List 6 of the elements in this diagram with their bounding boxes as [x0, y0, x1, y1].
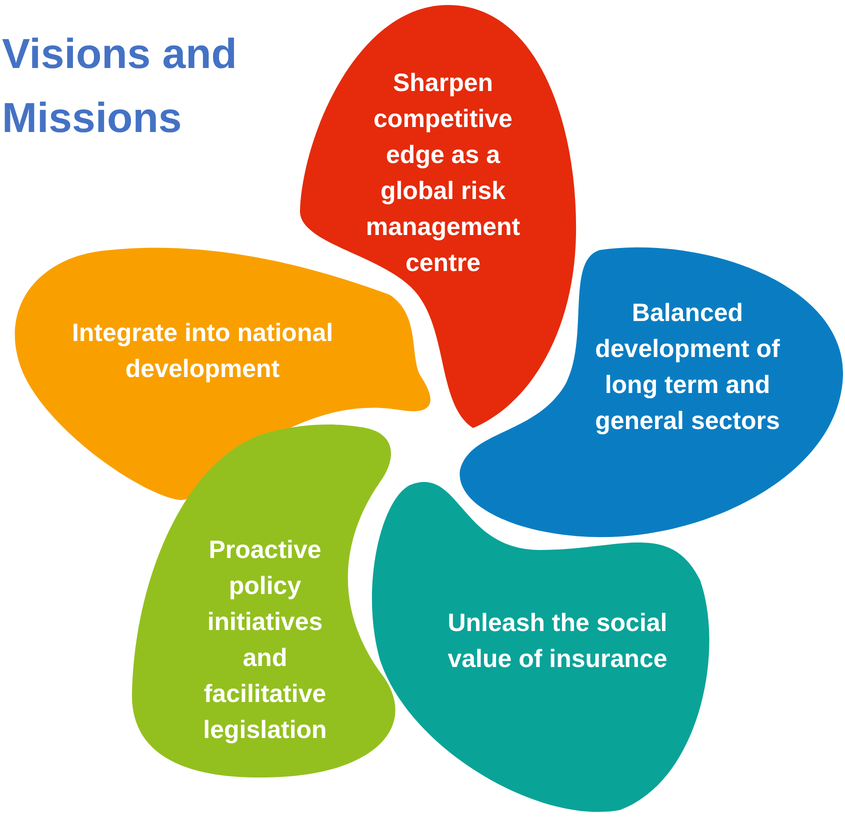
title: Visions and Missions [2, 29, 238, 143]
petal-text: Integrate into national development [70, 318, 334, 385]
petal-text: Sharpen competitive edge as a global risk management centre [364, 68, 522, 279]
petal-text: Proactive policy initiatives and facilitative legislation [202, 535, 328, 746]
petal-text: Balanced development of long term and general sectors [594, 298, 781, 437]
petal-text: Unleash the social value of insurance [446, 608, 668, 675]
